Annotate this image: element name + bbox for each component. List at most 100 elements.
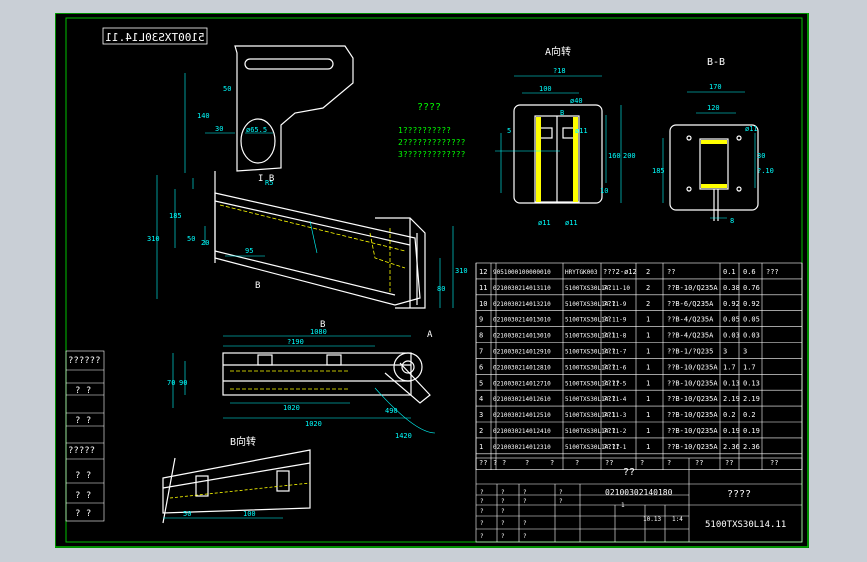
bom-cell: ??1: [603, 332, 616, 340]
title-block-cell: ?: [501, 489, 505, 496]
bom-cell: ??B-10/Q235A: [667, 284, 718, 292]
bom-cell: HRYTGK003: [565, 269, 598, 276]
title-count: 1: [621, 502, 625, 509]
mirrored-code-text: 5100TXS30L14.11: [105, 31, 204, 44]
title-block-cell: ?: [480, 520, 484, 527]
dim-label: 120: [707, 104, 720, 112]
bom-cell: 1: [646, 443, 650, 451]
note-line: 1??????????: [398, 126, 451, 135]
bom-cell: 0210030214013010: [493, 317, 551, 324]
title-block: [475, 457, 803, 543]
bom-cell: ??B-4/Q235A: [667, 316, 714, 324]
bom-cell: ??B-4/Q235A: [667, 332, 714, 340]
section-a-view: [513, 104, 603, 204]
bom-cell: 0.19: [723, 427, 740, 435]
title-block-cell: ?: [559, 498, 563, 505]
dim-label: 20: [201, 239, 209, 247]
dim-label: ?.10: [757, 167, 774, 175]
main-view-hidden: [219, 204, 406, 293]
left-table: [65, 350, 105, 522]
title-name: ????: [727, 489, 751, 500]
bom-cell: 0.03: [743, 332, 760, 340]
section-a-dims: [495, 75, 622, 203]
dim-label: 5: [507, 127, 511, 135]
dim-label: 70: [167, 379, 175, 387]
dim-label: 50: [187, 235, 195, 243]
section-a-hidden: [536, 117, 578, 202]
bom-cell: 2: [646, 268, 650, 276]
bom-cell: 0.92: [743, 300, 760, 308]
bom-cell: 0.1: [723, 268, 736, 276]
section-b-view: [162, 449, 311, 524]
dim-label: 1420: [395, 432, 412, 440]
bom-header-cell: ?: [575, 459, 579, 467]
bom-cell: 5100TXS30L14.11-3: [565, 412, 627, 419]
bom-cell: 0210030214012910: [493, 349, 551, 356]
bom-cell: 0.76: [743, 284, 760, 292]
bom-header-cell: ??: [770, 459, 778, 467]
bom-cell: 5100TXS30L14.11-4: [565, 396, 627, 403]
bom-cell: 0.05: [743, 316, 760, 324]
bom-cell: 2.19: [743, 395, 760, 403]
left-table-cell: ? ?: [75, 416, 91, 426]
dim-label: ø40: [570, 97, 583, 105]
bom-cell: 0.2: [743, 411, 756, 419]
bom-cell: 0210030214012410: [493, 428, 551, 435]
bom-cell: 0.05: [723, 316, 740, 324]
bom-header-cell: ?: [640, 459, 644, 467]
title-block-cell: ?: [523, 520, 527, 527]
bom-cell: 5100TXS30L14.11-6: [565, 364, 627, 371]
bom-cell: ???: [766, 268, 779, 276]
dim-label: B: [560, 109, 564, 117]
bom-cell: 6: [479, 363, 483, 371]
bom-cell: ??B-10/Q235A: [667, 395, 718, 403]
title-drawing-no: 5100TXS30L14.11: [705, 520, 786, 530]
left-table-cell: ? ?: [75, 509, 91, 519]
bom-cell: 10: [479, 300, 487, 308]
marker-b: B: [255, 281, 260, 291]
section-bb-view: [669, 124, 759, 221]
dim-label: 490: [385, 407, 398, 415]
dim-label: 90: [179, 379, 187, 387]
bom-cell: 2: [479, 427, 483, 435]
dim-label: 1020: [283, 404, 300, 412]
bom-cell: ????: [603, 379, 620, 387]
title-block-cell: ?: [501, 508, 505, 515]
dim-label: 170: [709, 83, 722, 91]
section-b-label: B向转: [230, 435, 256, 448]
bom-cell: 5100TXS30L14.11-5: [565, 380, 627, 387]
title-block-cell: ?: [480, 489, 484, 496]
main-view-dims: [156, 73, 454, 308]
title-block-cell: ?: [523, 489, 527, 496]
bom-cell: 5100TXS30L14.11-9: [565, 317, 627, 324]
bom-cell: 0.19: [743, 427, 760, 435]
dim-label: ø11: [575, 127, 588, 135]
bom-cell: 2.36: [743, 443, 760, 451]
section-bb-label: B-B: [707, 57, 725, 68]
bom-cell: 0.38: [723, 284, 740, 292]
bom-cell: 0.13: [743, 379, 760, 387]
bom-cell: 11: [479, 284, 487, 292]
bom-cell: 0.2: [723, 411, 736, 419]
bom-header-cell: ?: [667, 459, 671, 467]
bom-cell: ??B-10/Q235A: [667, 363, 718, 371]
bom-cell: ???: [603, 427, 616, 435]
title-block-cell: ?: [501, 498, 505, 505]
bom-cell: ???: [603, 348, 616, 356]
title-project: ??: [623, 467, 635, 478]
bom-header-cell: ?: [493, 459, 497, 467]
bom-cell: 5100TXS30L14.11-2: [565, 428, 627, 435]
bom-cell: ??: [603, 316, 611, 324]
bom-header-cell: ??: [605, 459, 613, 467]
section-bb-dims: [662, 91, 756, 219]
main-view: [214, 45, 426, 309]
title-block-cell: ?: [480, 508, 484, 515]
dim-label: 8: [730, 217, 734, 225]
bom-cell: 1.7: [723, 363, 736, 371]
section-a-label: A向转: [545, 45, 571, 58]
dim-label: 30: [215, 125, 223, 133]
dim-label: ø11: [565, 219, 578, 227]
bom-cell: 5: [479, 379, 483, 387]
bom-cell: 1: [646, 363, 650, 371]
